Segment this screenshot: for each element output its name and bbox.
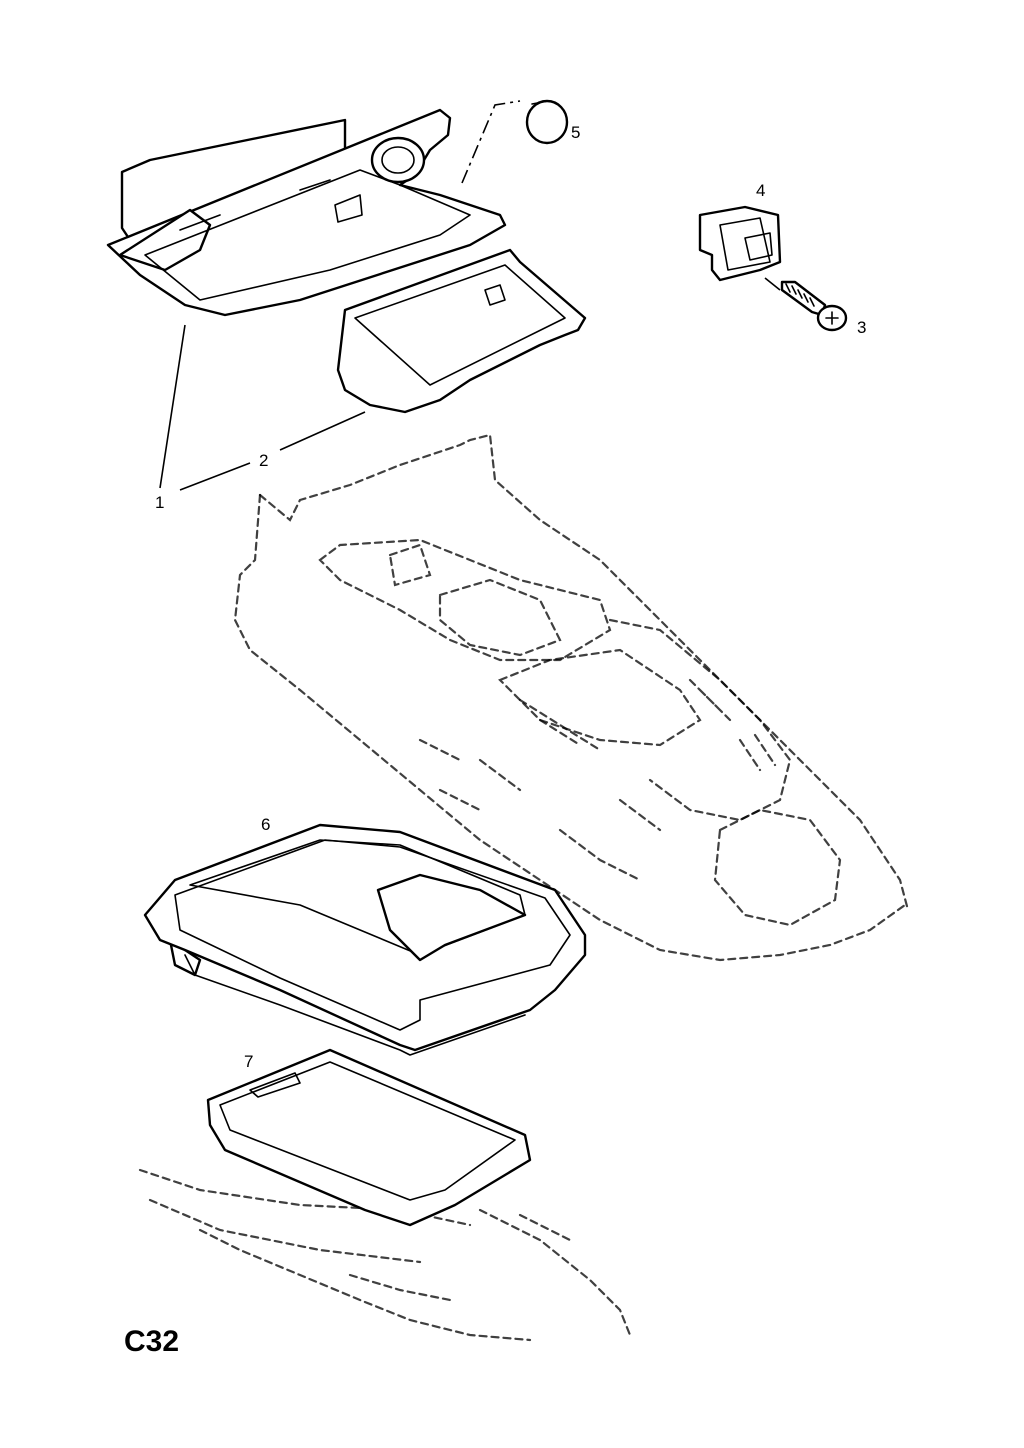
leader-1b xyxy=(179,462,251,491)
part-5-round-cap xyxy=(525,99,569,145)
leader-3 xyxy=(764,277,781,291)
part-4-clip-bracket xyxy=(698,205,782,282)
callout-labels: 1 2 3 4 5 6 7 xyxy=(155,123,866,1071)
leader-2 xyxy=(279,411,366,451)
part-1-upper-tray xyxy=(106,108,507,317)
leader-lines xyxy=(159,100,781,491)
callout-3: 3 xyxy=(857,318,866,337)
leader-1 xyxy=(159,324,186,489)
part-7-storage-tray xyxy=(206,1048,532,1227)
part-3-screw xyxy=(780,280,848,332)
callout-4: 4 xyxy=(756,181,765,200)
leader-5 xyxy=(461,100,521,184)
part-2-insert-tray xyxy=(336,248,587,414)
callout-2: 2 xyxy=(259,451,268,470)
callout-6: 6 xyxy=(261,815,270,834)
callout-7: 7 xyxy=(244,1052,253,1071)
part-6-armrest-lid xyxy=(143,823,587,1056)
page-code: C32 xyxy=(124,1325,179,1358)
callout-1: 1 xyxy=(155,493,164,512)
callout-5: 5 xyxy=(571,123,580,142)
